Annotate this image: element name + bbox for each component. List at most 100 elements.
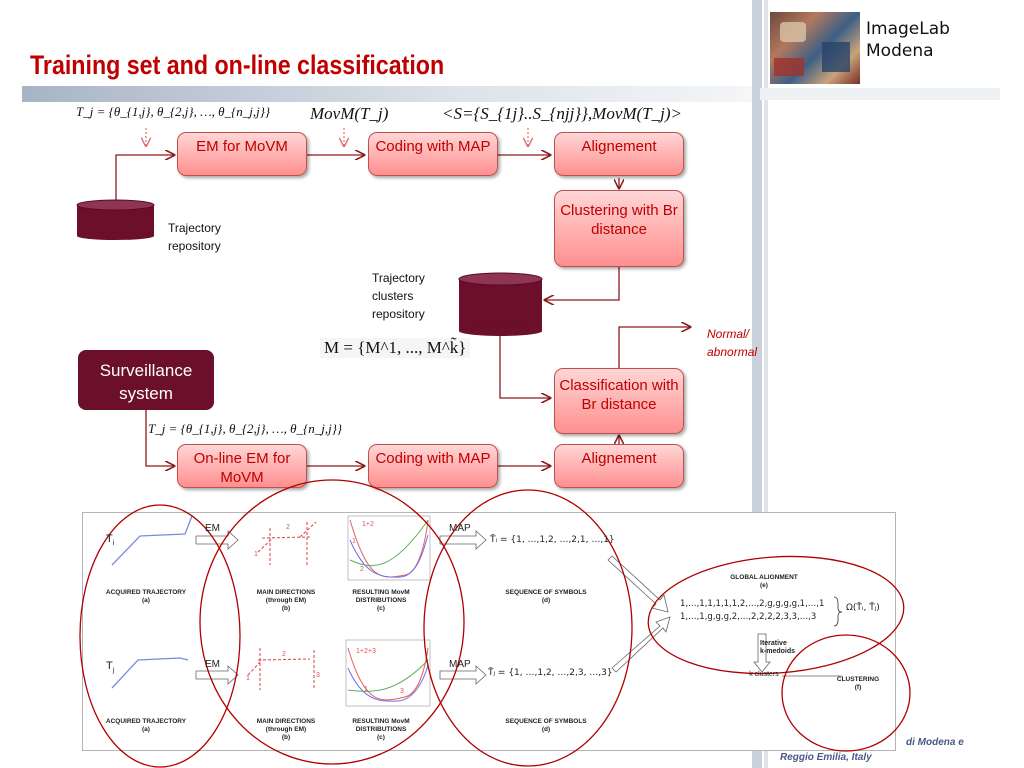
caption-k-clusters: k clusters: [749, 671, 779, 678]
alignment-box: Alignement: [554, 132, 684, 176]
side-stripe-thin: [764, 0, 768, 768]
caption-main-bottom: MAIN DIRECTIONS(through EM)(b): [240, 718, 332, 742]
caption-line: SEQUENCE OF SYMBOLS: [505, 718, 587, 725]
caption-line: RESULTING MovM: [352, 589, 410, 596]
map-label-top: MAP: [449, 523, 471, 534]
caption-line: DISTRIBUTIONS: [355, 597, 407, 604]
tj-main: T: [106, 660, 113, 672]
caption-line: MAIN DIRECTIONS: [256, 589, 316, 596]
dist-label: 2: [360, 566, 364, 573]
em-for-movm-box: EM for MoVM: [177, 132, 307, 176]
main-directions-top: [257, 521, 317, 565]
alignment-row-1: 1,…,1,1,1,1,1,2,…,2,g,g,g,g,1,…,1: [680, 599, 825, 609]
dist-label: 1+2: [362, 521, 374, 528]
clustering-box: Clustering with Br distance: [554, 190, 684, 267]
side-stripe: [752, 0, 762, 768]
formula-tj-top: T_j = {θ_{1,j}, θ_{2,j}, …, θ_{n_j,j}}: [76, 104, 271, 119]
caption-global-alignment: GLOBAL ALIGNMENT(e): [716, 574, 812, 590]
footer-university-line2: Reggio Emilia, Italy: [780, 752, 872, 763]
imagelab-logo: [770, 12, 860, 84]
caption-clustering: CLUSTERING(f): [818, 676, 898, 692]
caption-line: GLOBAL ALIGNMENT: [730, 574, 798, 581]
arrow-repo-to-em: [115, 155, 174, 202]
page-title: Training set and on-line classification: [30, 50, 445, 80]
alignment-box-2: Alignement: [554, 444, 684, 488]
direction-num: 2: [286, 524, 290, 531]
direction-num: 2: [282, 651, 286, 658]
caption-line: ACQUIRED TRAJECTORY: [105, 589, 187, 596]
highlight-ellipse-f: [781, 634, 911, 752]
em-label-top: EM: [205, 523, 220, 534]
org-line-1: ImageLab: [866, 19, 950, 39]
caption-line: DISTRIBUTIONS: [355, 726, 407, 733]
caption-line: (b): [281, 605, 291, 612]
converge-arrow-bottom: [611, 616, 671, 673]
caption-line: Iterative: [760, 640, 787, 647]
direction-num: 1: [254, 551, 258, 558]
dist-label: 3: [400, 688, 404, 695]
caption-line: (through EM): [265, 726, 307, 733]
caption-line: (d): [541, 597, 551, 604]
caption-line: (d): [541, 726, 551, 733]
label-line: Trajectory: [372, 271, 425, 285]
caption-acquired-bottom: ACQUIRED TRAJECTORY(a): [100, 718, 192, 734]
caption-acquired-top: ACQUIRED TRAJECTORY(a): [100, 589, 192, 605]
caption-line: (c): [377, 605, 385, 612]
caption-line: (b): [281, 734, 291, 741]
caption-line: ACQUIRED TRAJECTORY: [105, 718, 187, 725]
caption-sequence-top: SEQUENCE OF SYMBOLS(d): [496, 589, 596, 605]
caption-line: k-medoids: [760, 648, 796, 655]
acquired-trajectory-bottom: [111, 657, 189, 689]
arrow-classification-to-normal: [618, 327, 690, 368]
distribution-plot-top: [347, 515, 431, 581]
clusters-repository-icon: [458, 272, 543, 336]
alignment-row-2: 1,…,1,g,g,g,2,…,2,2,2,2,3,3,…,3: [680, 612, 817, 622]
caption-line: RESULTING MovM: [352, 718, 410, 725]
omega-distance: Ω(T̄ᵢ, T̄ⱼ): [846, 603, 880, 613]
caption-line: (through EM): [265, 597, 307, 604]
highlight-ellipse-d: [423, 489, 633, 767]
caption-line: (e): [760, 582, 768, 589]
title-underline-bar: [22, 86, 752, 102]
acquired-trajectory-top: [111, 515, 193, 566]
trajectory-label-ti: Ti: [106, 533, 114, 547]
caption-line: (a): [142, 597, 150, 604]
label-line: clusters: [372, 289, 414, 303]
arrow-surveillance-to-online: [145, 410, 174, 466]
converge-arrow-top: [607, 555, 669, 613]
trajectory-label-tj: Tj: [106, 660, 114, 674]
highlight-ellipse-a: [79, 504, 241, 768]
ti-sub: i: [112, 540, 115, 548]
caption-line: (c): [377, 734, 385, 741]
surveillance-system-box: Surveillance system: [78, 350, 214, 410]
trajectory-repository-icon: [76, 199, 155, 240]
main-directions-bottom: [247, 648, 315, 690]
logo-shape: [822, 42, 850, 72]
direction-num: 1: [246, 675, 250, 682]
caption-line: (f): [854, 684, 862, 691]
formula-sequence-pair: <S={S_{1j}..S_{njj}},MovM(T_j)>: [442, 104, 682, 123]
formula-tj-bottom: T_j = {θ_{1,j}, θ_{2,j}, …, θ_{n_j,j}}: [148, 421, 343, 436]
map-label-bottom: MAP: [449, 659, 471, 670]
logo-shape: [774, 58, 804, 76]
label-line: abnormal: [707, 345, 758, 359]
caption-sequence-bottom: SEQUENCE OF SYMBOLS(d): [496, 718, 596, 734]
caption-line: (a): [142, 726, 150, 733]
down-arrow-kmedoids: [753, 633, 771, 673]
caption-line: MAIN DIRECTIONS: [256, 718, 316, 725]
highlight-ellipse-e: [647, 555, 905, 675]
label-line: Normal/: [707, 327, 750, 341]
caption-line: SEQUENCE OF SYMBOLS: [505, 589, 587, 596]
arrow-cluster-to-repo: [545, 267, 620, 300]
arrow-repo-to-classification: [499, 335, 550, 398]
alignment-brace: [833, 596, 843, 627]
coding-map-box: Coding with MAP: [368, 132, 498, 176]
normal-abnormal-label: Normal/ abnormal: [707, 325, 757, 361]
formula-model-set: M = {M^1, ..., M^k̃}: [320, 338, 471, 358]
